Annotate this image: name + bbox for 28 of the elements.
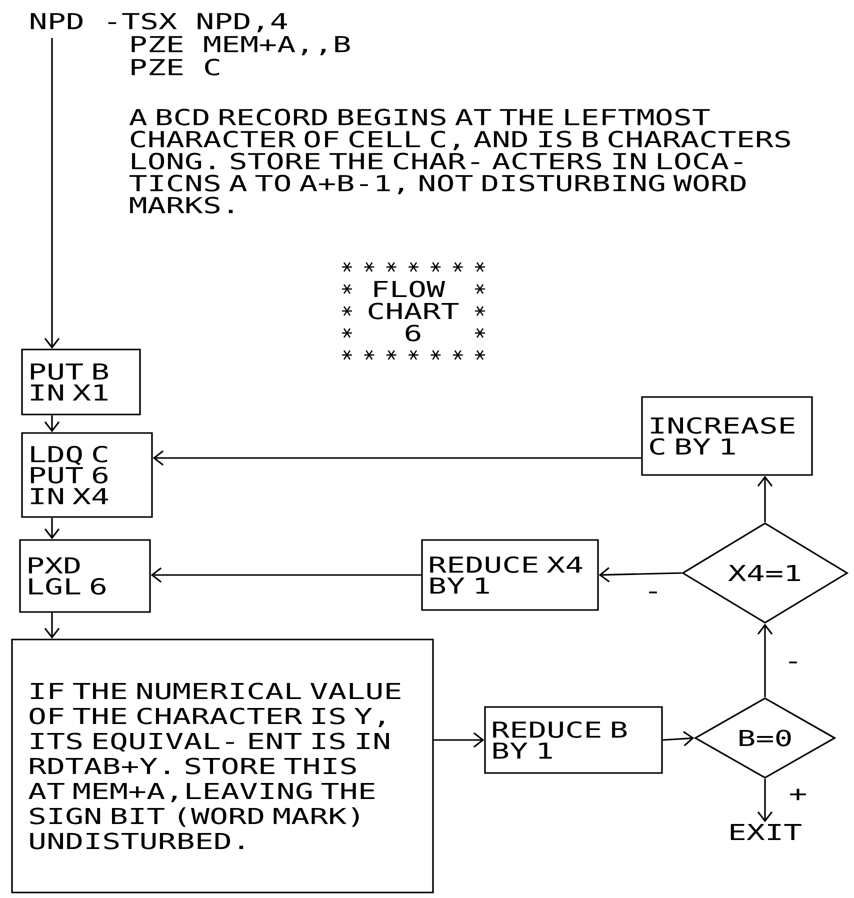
process-box: IF THE NUMERICAL VALUE OF THE CHARACTER IS Y, ITS EQUIVAL- ENT IS IN RDTAB+Y. STORE THIS AT MEM+A,LEAVING THE SIGN BIT (WORD MARK) UNDISTURBED. <box>11 638 434 894</box>
arrow <box>662 731 694 746</box>
description-text: A BCD RECORD BEGINS AT THE LEFTMOST CHARACTER OF CELL C, AND IS B CHARACTERS LONG. STORE THE CHAR- ACTERS IN LOCA- TICNS A TO A+B-1, NOT DISTURBING WORD MARKS. <box>129 108 790 214</box>
arrow <box>44 518 60 540</box>
arrow <box>44 38 60 349</box>
process-box: LDQ C PUT 6 IN X4 <box>21 432 153 518</box>
process-box: REDUCE B BY 1 <box>484 706 663 774</box>
arrow <box>757 476 773 522</box>
process-box: PUT B IN X1 <box>21 348 141 416</box>
edge-label: - <box>789 662 797 664</box>
chart-title-text: CHART <box>368 302 459 320</box>
exit-label: EXIT <box>730 824 802 840</box>
process-box: PXD LGL 6 <box>19 539 151 613</box>
process-box: INCREASE C BY 1 <box>641 396 813 476</box>
arrow <box>598 567 682 582</box>
arrow <box>757 778 773 822</box>
arrow <box>44 612 60 639</box>
arrow <box>150 567 422 583</box>
instruction-text: NPD -TSX NPD,4 PZE MEM+A,,B PZE C <box>30 12 350 76</box>
edge-label: - <box>649 592 657 594</box>
arrow <box>757 624 773 698</box>
arrow <box>434 732 484 748</box>
arrow <box>44 415 60 432</box>
chart-title-text: FLOW <box>374 280 446 298</box>
process-box: REDUCE X4 BY 1 <box>421 539 599 611</box>
edge-label: + <box>790 788 806 800</box>
chart-number: 6 <box>406 324 420 342</box>
arrow <box>152 450 642 466</box>
